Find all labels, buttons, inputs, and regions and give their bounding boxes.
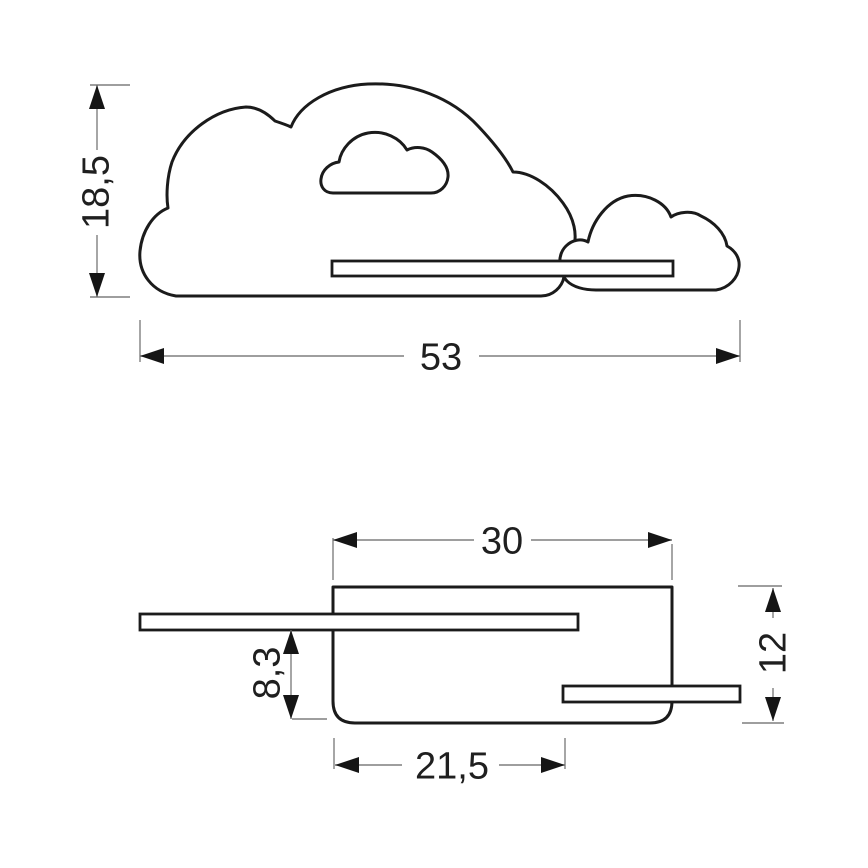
arrowhead-down-icon bbox=[89, 273, 105, 297]
dimension-label-shelf-offset: 8,3 bbox=[246, 647, 288, 700]
arrowhead-right-icon bbox=[716, 348, 740, 364]
arrowhead-down-icon bbox=[765, 697, 781, 721]
arrowhead-up-icon bbox=[283, 630, 299, 654]
arrowhead-right-icon bbox=[541, 757, 565, 773]
dimension-label-side-height: 12 bbox=[752, 632, 794, 674]
side-view: 30 12 8,3 21,5 bbox=[138, 520, 794, 787]
dimension-side-top-width: 30 bbox=[332, 520, 673, 580]
dimension-front-width: 53 bbox=[139, 320, 741, 378]
arrowhead-up-icon bbox=[89, 85, 105, 109]
dimension-shelf-offset: 8,3 bbox=[246, 630, 327, 720]
shelf-bar-side bbox=[138, 612, 580, 632]
dimension-label-front-width: 53 bbox=[420, 336, 462, 378]
dimension-side-bottom-width: 21,5 bbox=[333, 738, 566, 787]
arrowhead-up-icon bbox=[765, 588, 781, 612]
cloud-cutout bbox=[319, 130, 450, 195]
arrowhead-left-icon bbox=[140, 348, 164, 364]
dimension-label-side-bottom-width: 21,5 bbox=[415, 745, 489, 787]
dimension-front-height: 18,5 bbox=[75, 84, 130, 298]
arrowhead-right-icon bbox=[648, 532, 672, 548]
dimension-label-front-height: 18,5 bbox=[75, 155, 117, 229]
dimension-side-height: 12 bbox=[738, 585, 794, 724]
shelf-bar-front bbox=[330, 259, 675, 278]
arrowhead-left-icon bbox=[333, 532, 357, 548]
front-view: 18,5 53 bbox=[75, 82, 741, 378]
arrowhead-left-icon bbox=[335, 757, 359, 773]
dimension-label-side-top-width: 30 bbox=[481, 520, 523, 562]
arrowhead-down-icon bbox=[283, 695, 299, 719]
bracket-bar-side bbox=[561, 684, 742, 704]
